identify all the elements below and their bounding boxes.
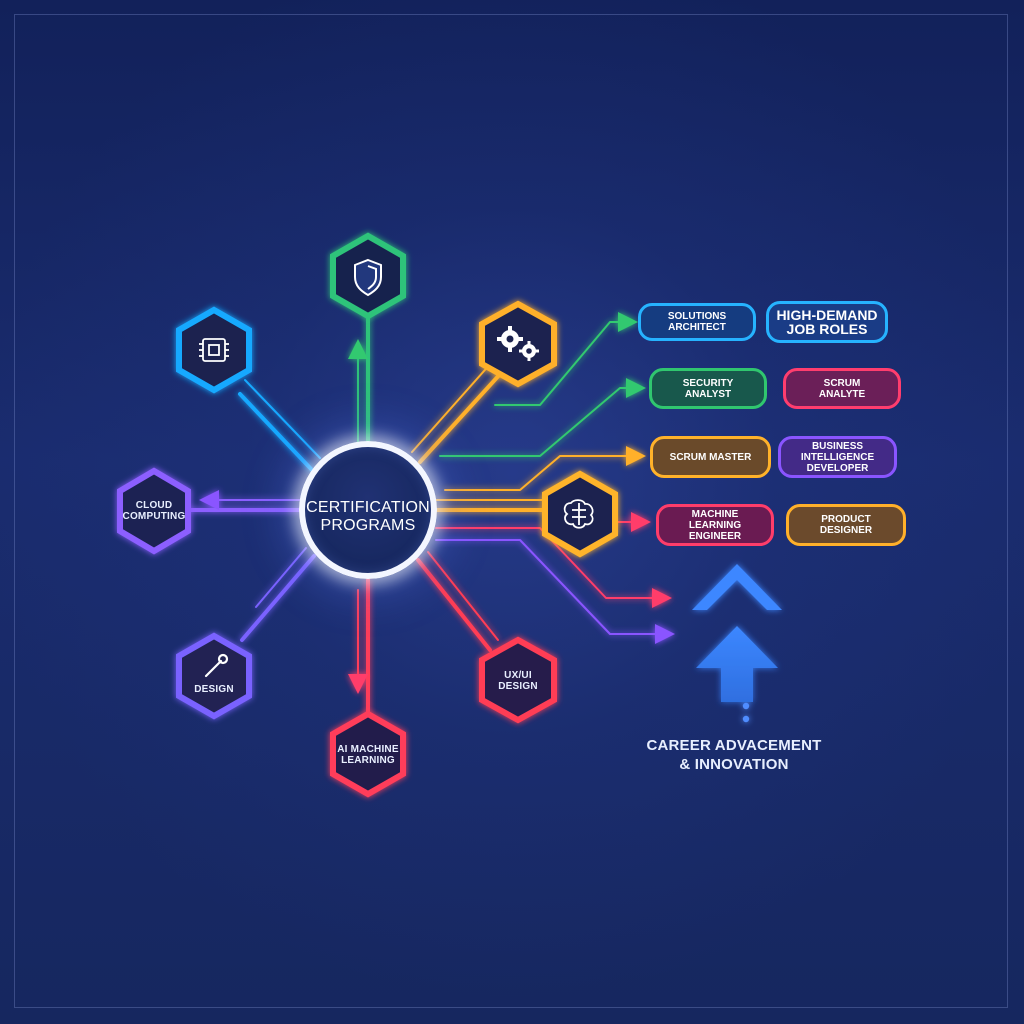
gears-icon [497,326,539,361]
node-label-uxui: UX/UI DESIGN [498,670,538,692]
arrow-security [439,378,646,457]
brain-icon [563,499,594,529]
role-ml-engineer: MACHINE LEARNING ENGINEER [656,504,774,546]
hex-ai [330,710,406,798]
wrench-icon [204,653,229,678]
role-business-intelligence-label: BUSINESS INTELLIGENCE DEVELOPER [800,440,875,474]
hub-label: CERTIFICATION PROGRAMS [306,499,430,534]
hex-gears [479,300,557,388]
node-label-cloud: CLOUD COMPUTING [122,500,186,522]
role-business-intelligence: BUSINESS INTELLIGENCE DEVELOPER [778,436,897,478]
line-uxui-inner [427,551,499,641]
role-heading-high-demand: HIGH-DEMAND JOB ROLES [766,301,888,343]
role-solutions-architect-label: SOLUTIONS ARCHITECT [667,311,727,333]
career-arrow [692,564,782,723]
arrow-purple-lower [435,539,675,644]
line-gears [418,370,504,464]
hex-brain [542,470,618,558]
chip-icon [199,338,229,362]
role-security-analyst-label: SECURITY ANALYST [682,377,734,400]
line-gears-inner [411,361,493,453]
line-design-inner [255,547,307,608]
role-scrum-analyte-label: SCRUM ANALYTE [818,377,866,400]
line-chip-inner [244,379,321,459]
line-uxui [416,558,492,652]
node-label-design: DESIGN [194,684,234,695]
hex-security [330,232,406,320]
hex-chip [176,306,252,394]
arrow-scrum-master [444,446,646,491]
role-heading-high-demand-label: HIGH-DEMAND JOB ROLES [776,307,878,337]
hub-node: CERTIFICATION PROGRAMS [299,441,437,579]
arrow-solutions [494,312,638,406]
node-label-ai: AI MACHINE LEARNING [337,744,399,766]
hex-cloud [117,467,191,555]
hex-design [176,632,252,720]
connection-lines [186,303,675,720]
role-product-designer-label: PRODUCT DESIGNER [819,514,873,536]
role-scrum-master: SCRUM MASTER [650,436,771,478]
role-security-analyst: SECURITY ANALYST [649,368,767,409]
role-ml-engineer-label: MACHINE LEARNING ENGINEER [688,508,742,542]
role-product-designer: PRODUCT DESIGNER [786,504,906,546]
career-caption: CAREER ADVACEMENT & INNOVATION [646,737,822,773]
line-design [240,554,316,642]
line-chip [238,392,314,472]
role-scrum-analyte: SCRUM ANALYTE [783,368,901,409]
role-solutions-architect: SOLUTIONS ARCHITECT [638,303,756,341]
hex-uxui [479,636,557,724]
shield-icon [354,258,382,297]
role-scrum-master-label: SCRUM MASTER [669,451,752,463]
arrow-red-lower [435,527,672,608]
